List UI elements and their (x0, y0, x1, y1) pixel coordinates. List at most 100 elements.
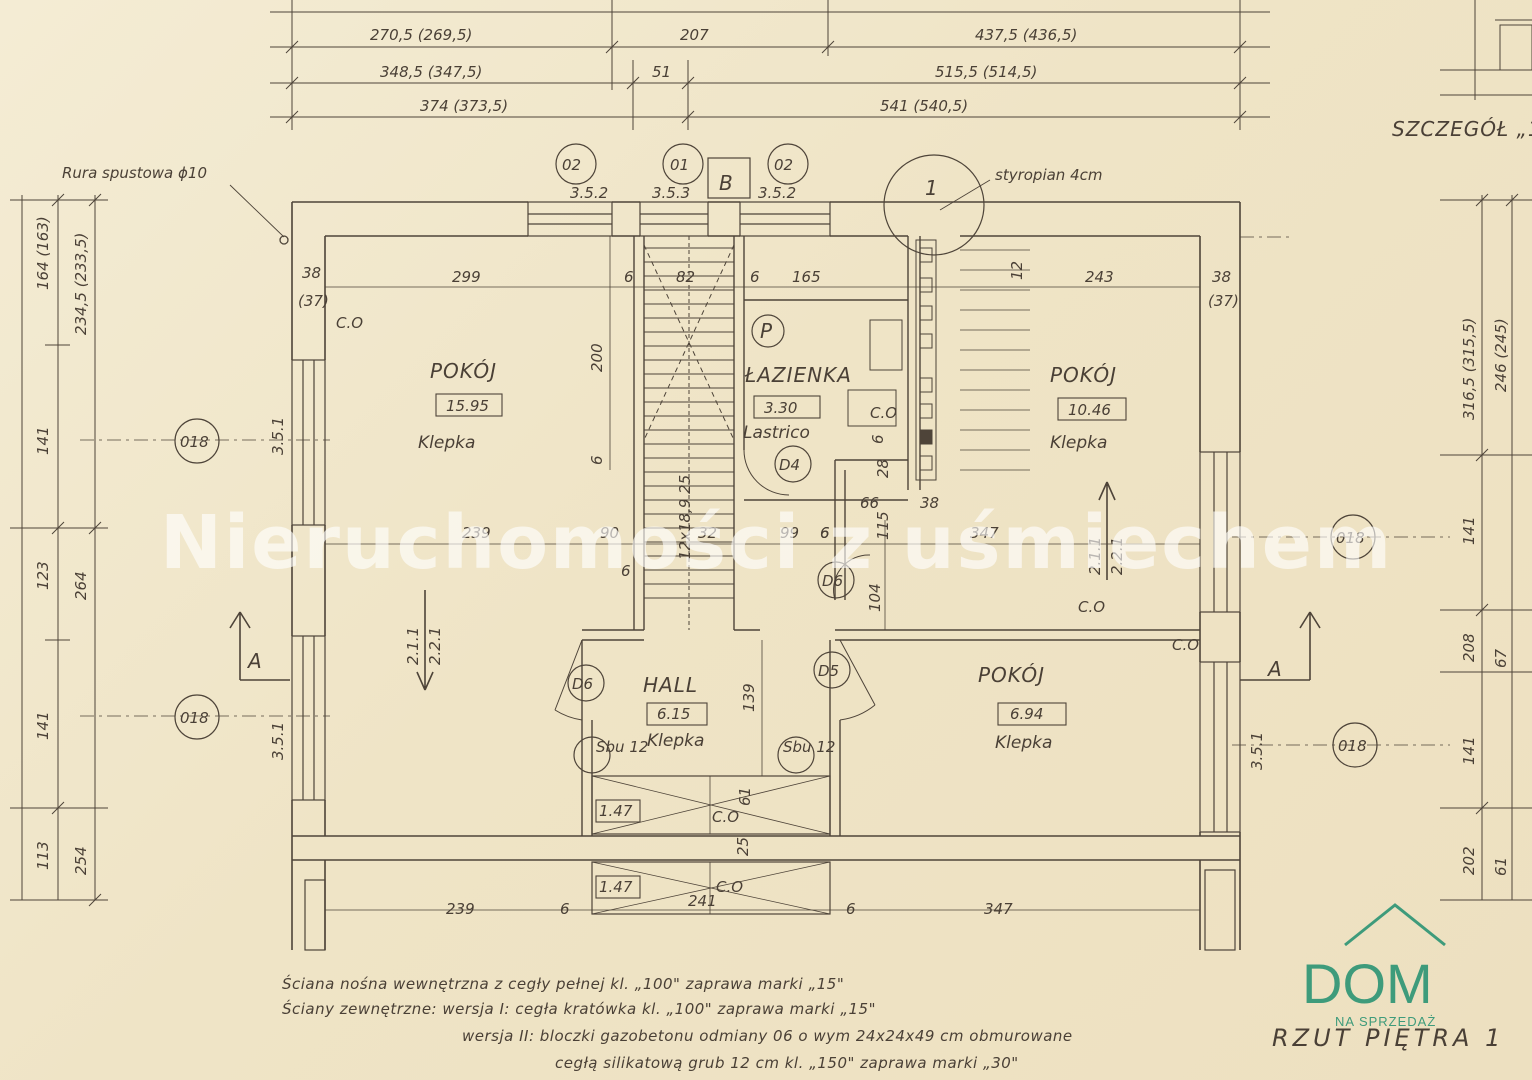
dimension-label: 200 (588, 343, 606, 372)
logo-brand: DOM (1302, 952, 1433, 1015)
dimension-label: 207 (680, 26, 709, 44)
right-windows (1199, 451, 1241, 951)
dimension-label: 38 (1212, 268, 1231, 286)
dimension-label: 28 (874, 459, 892, 478)
dimension-label: 104 (866, 583, 884, 612)
watermark: Nieruchomości z uśmiechem (160, 500, 1394, 586)
interior-dimension-lines (325, 236, 1200, 911)
dimension-label: 202 (1460, 846, 1478, 875)
ref-code: 2.2.1 (1108, 537, 1126, 575)
dimension-label: 316,5 (315,5) (1460, 318, 1478, 420)
room-area: 15.95 (446, 397, 489, 415)
window-code: 3.5.1 (269, 417, 287, 455)
wall-note: Ściany zewnętrzne: wersja I: cegła krató… (282, 1000, 876, 1018)
area-boxes (435, 393, 1127, 899)
beam-mark: Sbu 12 (596, 738, 648, 756)
dimension-label: 347 (970, 524, 999, 542)
chimney-mark: C.O (870, 404, 897, 422)
chimney-mark: C.O (716, 878, 743, 896)
window-mark: 02 (774, 156, 793, 174)
balconies (591, 775, 831, 915)
dimension-label: 141 (1460, 736, 1478, 765)
dimension-label: 347 (984, 900, 1013, 918)
dimension-label: 6 (820, 524, 830, 542)
dom-logo: DOM NA SPRZEDAŻ (1302, 952, 1436, 1029)
room-name: HALL (643, 673, 698, 697)
section-b-box (707, 157, 751, 199)
logo-house-icon (1344, 903, 1446, 947)
ventilation-ducts (847, 239, 937, 481)
dimension-label: (37) (1208, 292, 1239, 310)
room-name: ŁAZIENKA (744, 363, 852, 387)
dimension-label: 12 (1008, 261, 1026, 280)
top-windows (527, 201, 831, 237)
dimension-label: 437,5 (436,5) (975, 26, 1077, 44)
room-floor: Lastrico (743, 423, 810, 443)
chimney-mark: C.O (712, 808, 739, 826)
chimney-mark: C.O (336, 314, 363, 332)
room-area: 6.94 (1010, 705, 1043, 723)
dimension-label: 254 (72, 846, 90, 875)
window-code: 3.5.3 (652, 184, 690, 202)
dimension-label: 67 (1492, 648, 1510, 668)
dimension-label: 515,5 (514,5) (935, 63, 1037, 81)
room-floor: Klepka (1050, 433, 1107, 453)
downpipe-symbol (279, 235, 289, 245)
door-mark: D6 (572, 675, 593, 693)
wall-note: wersja II: bloczki gazobetonu odmiany 06… (462, 1027, 1073, 1045)
window-mark: 018 (1336, 529, 1365, 547)
dimension-label: 241 (688, 892, 717, 910)
chimney-mark: C.O (1172, 636, 1199, 654)
dimension-label: 243 (1085, 268, 1114, 286)
dimension-label: 32 (698, 524, 717, 542)
section-arrows (229, 481, 1321, 691)
dimension-label: 66 (860, 494, 879, 512)
dimension-label: 51 (652, 63, 671, 81)
dimension-label: 90 (600, 524, 619, 542)
dimension-label: 164 (163) (34, 216, 52, 290)
section-mark: A (1266, 657, 1283, 681)
window-mark: 018 (180, 433, 209, 451)
room-name: POKÓJ (430, 359, 497, 383)
balcony-area: 1.47 (599, 802, 633, 820)
dimension-label: 38 (920, 494, 939, 512)
dimension-label: 113 (34, 841, 52, 870)
dimension-label: 6 (624, 268, 634, 286)
dimension-label: 6 (846, 900, 856, 918)
wall-note: cegłą silikatową grub 12 cm kl. „150" za… (555, 1054, 1019, 1072)
room-area: 3.30 (764, 399, 797, 417)
insulation-hatching (960, 249, 1030, 471)
window-mark: 01 (670, 156, 689, 174)
room-area: 6.15 (657, 705, 690, 723)
window-code: 3.5.2 (758, 184, 796, 202)
stair-label: 12x18,9 25 (676, 475, 694, 560)
section-mark: B (719, 171, 734, 195)
dimension-label: 208 (1460, 633, 1478, 662)
interior-walls (581, 236, 1200, 836)
balcony-area: 1.47 (599, 878, 633, 896)
dimension-label: 141 (34, 426, 52, 455)
right-dimension-lines (1440, 193, 1532, 901)
section-mark: A (246, 649, 263, 673)
insulation-leader (939, 179, 991, 211)
left-dimension-lines (10, 193, 108, 907)
dimension-label: 6 (560, 900, 570, 918)
beam-mark: Sbu 12 (783, 738, 835, 756)
dimension-label: 115 (874, 511, 892, 540)
dimension-label: 541 (540,5) (880, 97, 968, 115)
dimension-label: 270,5 (269,5) (370, 26, 472, 44)
dimension-label: 61 (736, 787, 754, 806)
dimension-label: 6 (750, 268, 760, 286)
room-tag: P (760, 319, 773, 343)
window-code: 3.5.1 (269, 722, 287, 760)
dimension-label: 38 (302, 264, 321, 282)
door-mark: D5 (818, 662, 839, 680)
logo-tagline: NA SPRZEDAŻ (1335, 1014, 1436, 1029)
dimension-label: 246 (245) (1492, 318, 1510, 392)
dimension-label: 61 (1492, 857, 1510, 876)
dimension-label: 234,5 (233,5) (72, 233, 90, 335)
room-area: 10.46 (1068, 401, 1111, 419)
window-code: 3.5.2 (570, 184, 608, 202)
dimension-label: 299 (452, 268, 481, 286)
